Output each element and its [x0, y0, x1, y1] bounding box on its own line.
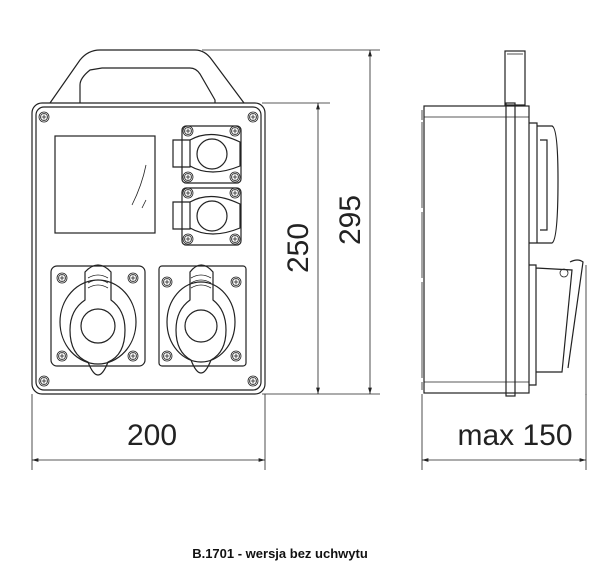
screw-icon [38, 111, 50, 123]
dimension-lines-side [421, 394, 587, 470]
dimension-lines-front [31, 49, 380, 470]
dimension-200-label: 200 [127, 419, 177, 452]
breaker-window [54, 135, 156, 234]
socket-small-1 [172, 125, 242, 184]
enclosure-outline [31, 102, 266, 395]
side-view [421, 50, 587, 397]
handle [49, 49, 245, 104]
drawing-caption: B.1701 - wersja bez uchwytu [192, 546, 368, 561]
screw-icon [247, 111, 259, 123]
screw-icon [247, 375, 259, 387]
screw-icon [38, 375, 50, 387]
socket-large-2 [158, 264, 247, 374]
dimension-250-label: 250 [282, 223, 315, 273]
dimension-max150-label: max 150 [457, 419, 572, 452]
socket-large-1 [50, 264, 146, 376]
socket-small-2 [172, 187, 242, 246]
front-view [31, 49, 266, 395]
dimension-295-label: 295 [334, 195, 367, 245]
